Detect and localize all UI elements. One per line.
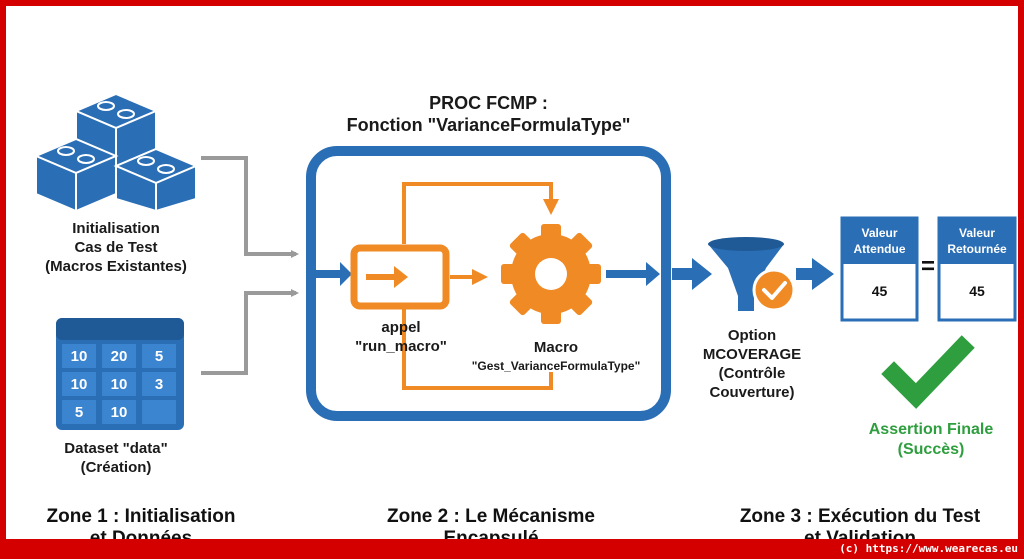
equals-sign: = (920, 253, 935, 280)
table-cell: 5 (62, 400, 96, 424)
blocks-icon (33, 92, 199, 213)
init-line-3: (Macros Existantes) (45, 258, 187, 275)
gray-connectors (201, 156, 299, 375)
blue-flow-arrows (316, 258, 834, 290)
dataset-label: Dataset "data" (Création) (26, 439, 206, 477)
expected-line-1: Valeur (861, 226, 898, 240)
expected-value: 45 (871, 283, 888, 299)
assertion-label: Assertion Finale (Succès) (841, 420, 1018, 460)
table-cell: 20 (102, 344, 136, 368)
dataset-line-2: (Création) (80, 459, 152, 476)
option-line-2: MCOVERAGE (702, 346, 802, 363)
expected-line-2: Attendue (853, 242, 906, 256)
init-line-2: Cas de Test (74, 239, 158, 256)
diagram-canvas (33, 92, 1017, 430)
table-cell: 10 (102, 372, 136, 396)
table-cell: 10 (102, 400, 136, 424)
copyright-link[interactable]: (c) https://www.wearecas.eu (839, 542, 1018, 555)
option-line-4: Couverture) (709, 384, 795, 401)
returned-value: 45 (969, 283, 985, 299)
table-cell: 10 (62, 372, 96, 396)
option-line-3: (Contrôle (718, 365, 786, 382)
table-cell (142, 400, 176, 424)
table-cell: 3 (142, 372, 176, 396)
expected-header: Valeur Attendue (842, 225, 917, 257)
table-cell: 10 (62, 344, 96, 368)
proc-fcmp-box (306, 146, 671, 421)
funnel-check-icon (708, 237, 796, 312)
call-line-2: "run_macro" (355, 338, 447, 355)
option-label: Option MCOVERAGE (Contrôle Couverture) (682, 326, 822, 402)
orange-connectors (402, 182, 559, 390)
gear-icon (501, 224, 601, 324)
zone-1-title-line-1: Zone 1 : Initialisation (46, 506, 236, 527)
zone-2-title-line-1: Zone 2 : Le Mécanisme (386, 506, 595, 527)
proc-fcmp-title: PROC FCMP : Fonction "VarianceFormulaTyp… (306, 92, 671, 136)
expected-value-box (840, 216, 919, 322)
macro-label: Macro "Gest_VarianceFormulaType" (446, 339, 666, 375)
footer-bar (0, 539, 1024, 559)
proc-line-2: Fonction "VarianceFormulaType" (346, 115, 631, 135)
macro-line-1: Macro (533, 339, 579, 356)
success-check-icon (881, 335, 975, 409)
zone-3-title-line-1: Zone 3 : Exécution du Test (739, 506, 981, 527)
returned-line-2: Retournée (947, 242, 1007, 256)
call-line-1: appel (381, 319, 421, 336)
assertion-line-1: Assertion Finale (868, 421, 994, 438)
table-cell: 5 (142, 344, 176, 368)
call-label: appel "run_macro" (336, 318, 466, 356)
init-line-1: Initialisation (72, 220, 160, 237)
init-label: Initialisation Cas de Test (Macros Exist… (26, 219, 206, 276)
dataset-line-1: Dataset "data" (64, 440, 168, 457)
macro-line-2: "Gest_VarianceFormulaType" (471, 359, 641, 373)
assertion-line-2: (Succès) (897, 441, 965, 458)
call-box-icon (350, 244, 450, 310)
option-line-1: Option (727, 327, 777, 344)
proc-line-1: PROC FCMP : (429, 93, 548, 113)
returned-line-1: Valeur (958, 226, 996, 240)
returned-header: Valeur Retournée (939, 225, 1015, 257)
returned-value-box (937, 216, 1017, 322)
